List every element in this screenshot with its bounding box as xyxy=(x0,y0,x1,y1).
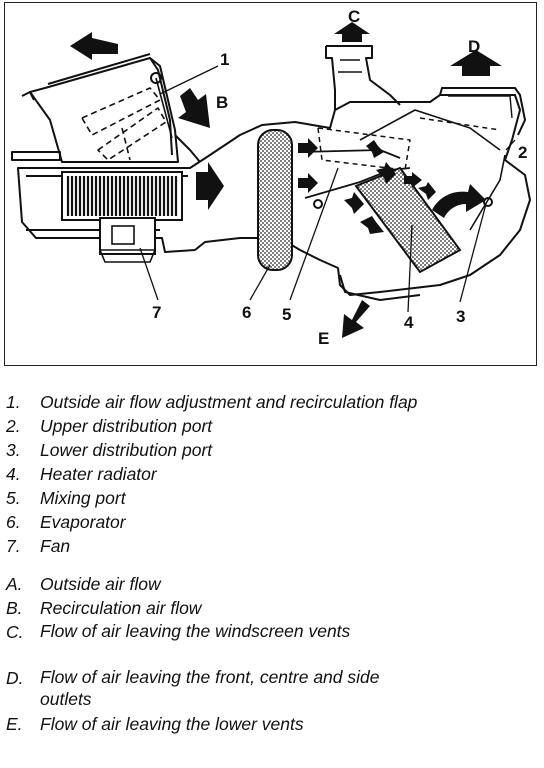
recirculation-flap xyxy=(81,87,167,161)
legend-spacer xyxy=(0,558,544,572)
legend-item-e: E. Flow of air leaving the lower vents xyxy=(0,712,544,736)
legend-key: B. xyxy=(6,598,23,618)
legend-text: Fan xyxy=(40,536,71,556)
leader-2 xyxy=(505,139,516,151)
leader-3 xyxy=(459,203,487,303)
legend-key: 1. xyxy=(6,392,21,412)
recirculation-air-arrow xyxy=(178,88,210,128)
outside-air-arrow xyxy=(70,32,118,60)
legend-item-4: 4. Heater radiator xyxy=(0,462,544,486)
distribution-flap-pivot xyxy=(483,197,493,207)
leader-7 xyxy=(139,247,159,301)
flap-pivot xyxy=(150,72,162,84)
legend-item-5: 5. Mixing port xyxy=(0,486,544,510)
legend-text: Heater radiator xyxy=(40,464,157,484)
callout-6: 6 xyxy=(242,303,251,322)
legend-item-1: 1. Outside air flow adjustment and recirc… xyxy=(0,390,544,414)
legend-item-d: D. Flow of air leaving the front, centre … xyxy=(0,666,544,712)
leader-6 xyxy=(249,264,271,301)
callout-1: 1 xyxy=(220,50,229,69)
legend-key: 4. xyxy=(6,464,21,484)
legend-item-b: B. Recirculation air flow xyxy=(0,596,544,620)
legend-key: E. xyxy=(6,714,23,734)
face-vent-arrow xyxy=(450,50,502,76)
mixing-flap-pivot xyxy=(313,199,323,209)
lower-vent-duct xyxy=(339,274,421,301)
legend-item-6: 6. Evaporator xyxy=(0,510,544,534)
legend-text: Mixing port xyxy=(40,488,126,508)
legend-item-2: 2. Upper distribution port xyxy=(0,414,544,438)
legend-item-7: 7. Fan xyxy=(0,534,544,558)
arrow-label-e: E xyxy=(318,329,329,348)
legend-text: Outside air flow adjustment and recircul… xyxy=(40,392,418,412)
legend-text: Flow of air leaving the front, centre an… xyxy=(40,667,380,709)
lower-vent-arrow xyxy=(342,300,370,338)
legend-text: Flow of air leaving the windscreen vents xyxy=(40,621,351,641)
upper-distribution-arrow xyxy=(432,184,486,218)
legend-item-a: A. Outside air flow xyxy=(0,572,544,596)
callout-3: 3 xyxy=(456,307,465,326)
legend-key: 5. xyxy=(6,488,21,508)
legend-key: 3. xyxy=(6,440,21,460)
evaporator-core xyxy=(257,129,293,271)
arrow-label-b: B xyxy=(216,93,228,112)
legend-item-c: C. Flow of air leaving the windscreen ven… xyxy=(0,620,544,666)
legend-key: A. xyxy=(6,574,23,594)
legend-item-3: 3. Lower distribution port xyxy=(0,438,544,462)
air-intake-housing xyxy=(11,53,201,163)
legend-text: Outside air flow xyxy=(40,574,161,594)
face-vent-duct xyxy=(439,87,526,136)
legend: 1. Outside air flow adjustment and recirc… xyxy=(0,390,544,736)
legend-key: 6. xyxy=(6,512,21,532)
windscreen-duct xyxy=(325,45,401,110)
legend-key: 2. xyxy=(6,416,21,436)
heater-unit-diagram: 1 2 3 4 5 6 7 A B C D E xyxy=(11,7,531,348)
callout-4: 4 xyxy=(404,313,414,332)
leader-5 xyxy=(289,167,339,301)
evaporator-inlet-arrow xyxy=(196,162,224,210)
legend-text: Evaporator xyxy=(40,512,126,532)
arrow-label-d: D xyxy=(468,37,480,56)
windscreen-arrow xyxy=(334,22,370,42)
legend-text: Lower distribution port xyxy=(40,440,213,460)
legend-text: Recirculation air flow xyxy=(40,598,202,618)
legend-text: Upper distribution port xyxy=(40,416,213,436)
callout-5: 5 xyxy=(282,305,291,324)
callout-7: 7 xyxy=(152,303,161,322)
legend-text: Flow of air leaving the lower vents xyxy=(40,714,304,734)
legend-key: D. xyxy=(6,668,24,688)
leader-4 xyxy=(407,224,413,313)
mixing-flap xyxy=(317,117,501,171)
legend-key: C. xyxy=(6,622,24,642)
arrow-label-c: C xyxy=(348,7,360,26)
leader-1 xyxy=(159,65,219,95)
callout-2: 2 xyxy=(518,143,527,162)
fan xyxy=(61,171,183,263)
legend-key: 7. xyxy=(6,536,21,556)
